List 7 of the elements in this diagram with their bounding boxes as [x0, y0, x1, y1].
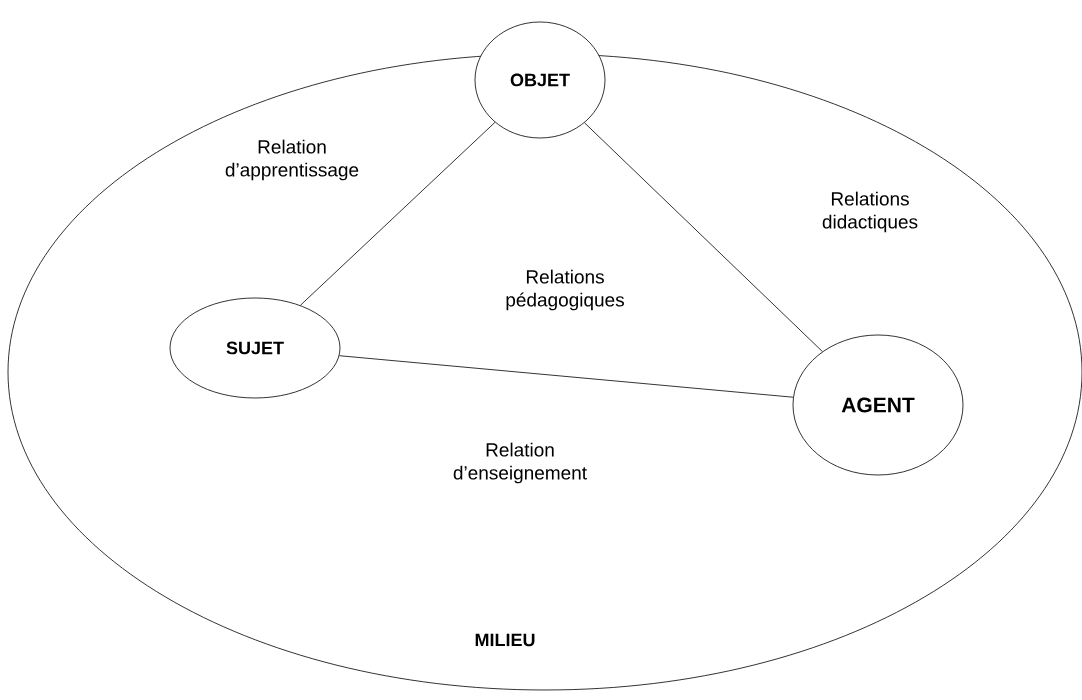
connector-line: [300, 121, 496, 306]
connector-line: [339, 355, 794, 398]
connector-line: [584, 122, 823, 352]
relation-label: Relations pédagogiques: [506, 269, 624, 311]
edge-label: Relations didactiques: [822, 191, 918, 233]
edge-label: Relation d’enseignement: [453, 442, 587, 484]
edge-label: Relation d’apprentissage: [225, 139, 359, 181]
